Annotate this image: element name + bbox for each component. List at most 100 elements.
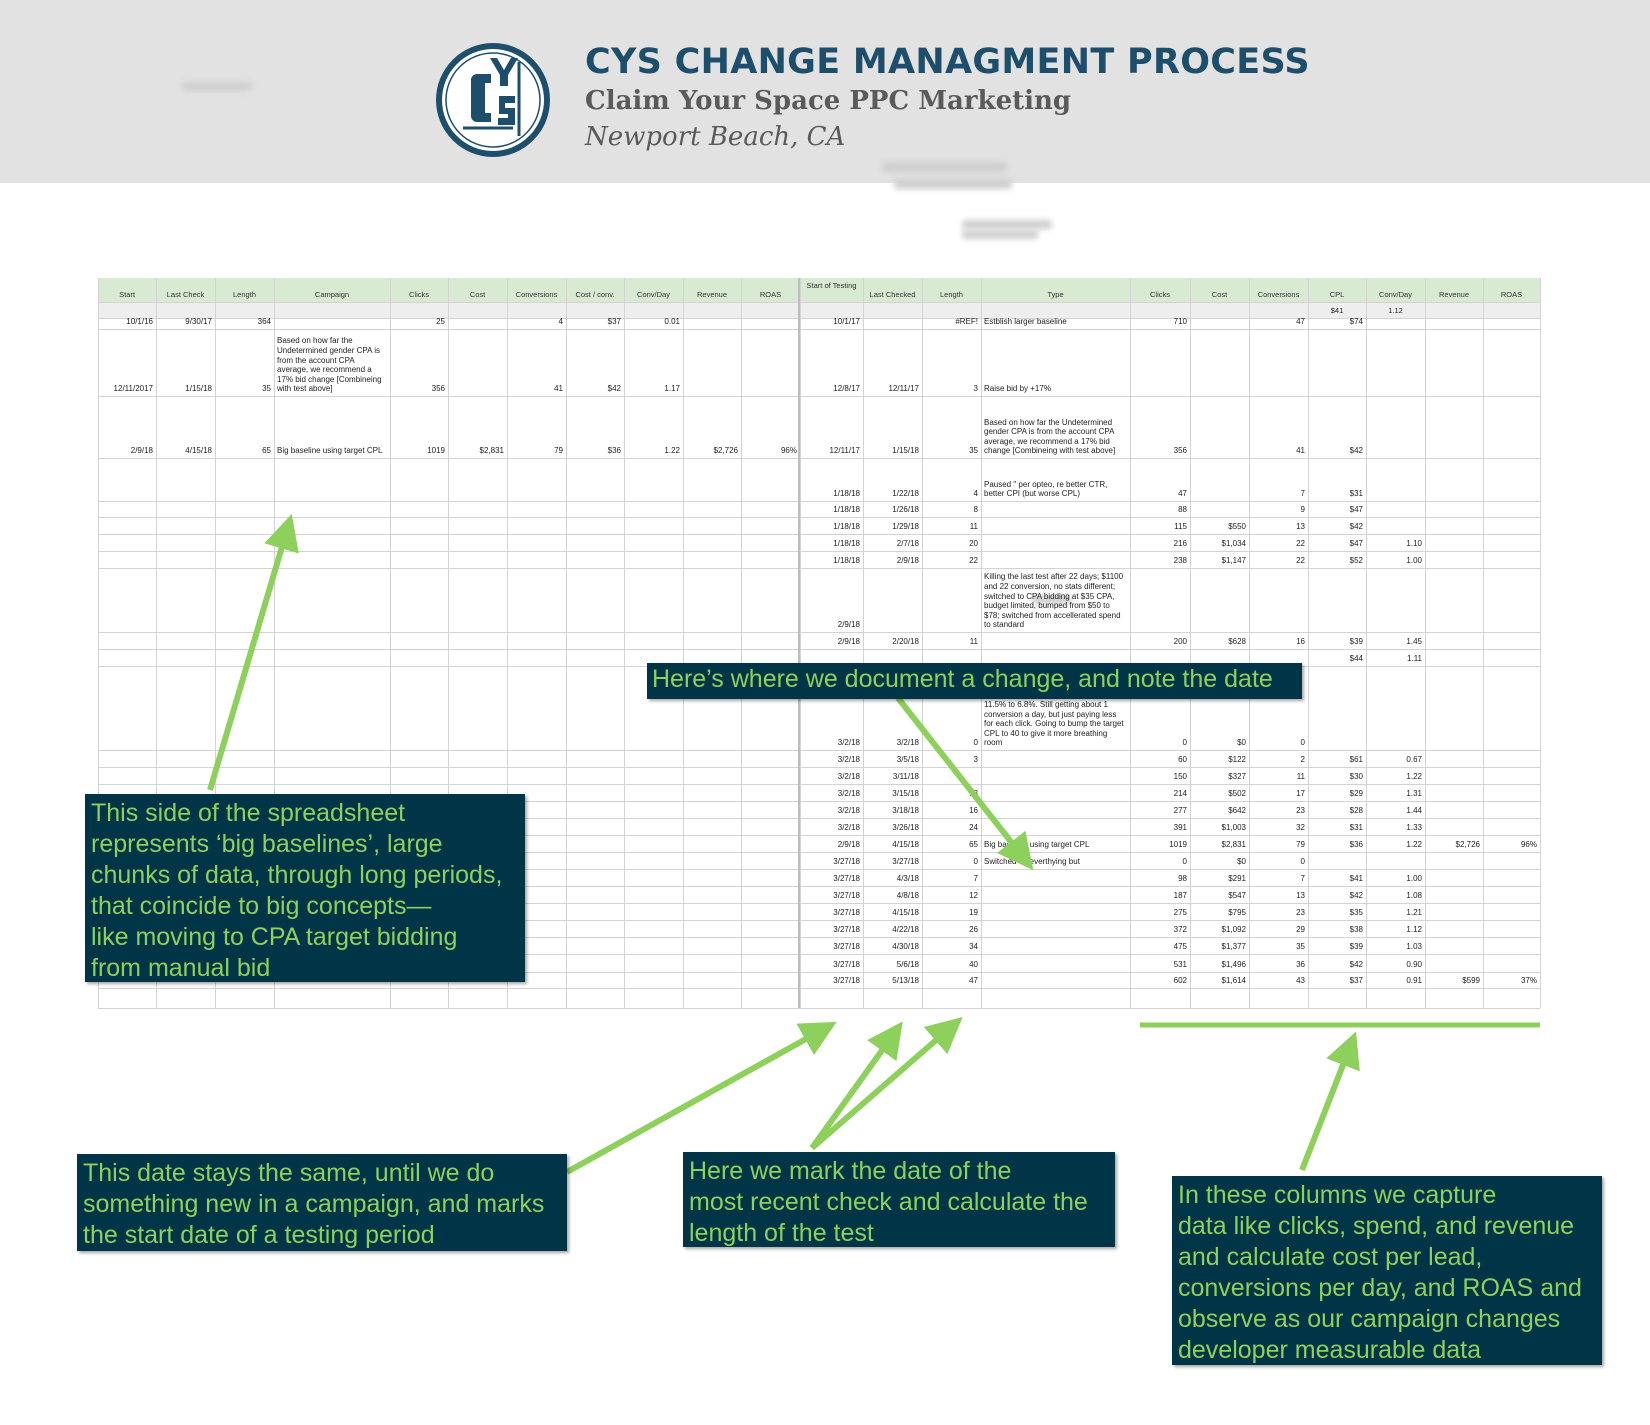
callout-line: the start date of a testing period: [83, 1221, 435, 1249]
data-cell: 26: [969, 925, 978, 934]
data-cell: 34: [969, 942, 978, 951]
data-cell: 2/7/18: [896, 539, 919, 548]
data-cell: $550: [1228, 522, 1246, 531]
data-cell: 43: [1296, 976, 1305, 985]
data-cell: 0: [1182, 738, 1187, 747]
column-header: Cost: [1211, 290, 1228, 299]
column-header: ROAS: [759, 290, 782, 299]
data-cell: 98: [1178, 874, 1187, 883]
callout-line: Here’s where we document a change, and n…: [652, 665, 1273, 693]
data-cell: 531: [1173, 960, 1187, 969]
data-cell: 1/18/18: [833, 539, 860, 548]
text-cell: Paused " per opteo, re better CTR, bette…: [984, 479, 1108, 499]
data-cell: $37: [607, 317, 621, 326]
column-header: Last Checked: [869, 290, 916, 299]
data-cell: 25: [436, 317, 445, 326]
data-cell: 17: [1296, 789, 1305, 798]
data-cell: $642: [1228, 806, 1246, 815]
summary-row-background: [98, 302, 1540, 318]
data-cell: $1,614: [1221, 976, 1246, 985]
summary-conv-day: 1.12: [1388, 306, 1403, 315]
data-cell: $2,831: [479, 446, 504, 455]
redacted-text: [182, 82, 252, 91]
column-header: Campaign: [314, 290, 350, 299]
column-gridline: [1130, 278, 1131, 1008]
data-cell: $52: [1349, 556, 1363, 565]
page-header: CYS CHANGE MANAGMENT PROCESS Claim Your …: [0, 0, 1650, 183]
row-gridline: [98, 886, 1540, 887]
column-header: Length: [940, 290, 963, 299]
data-cell: 4/15/18: [185, 446, 212, 455]
column-header: Revenue: [1438, 290, 1470, 299]
data-cell: 4: [973, 489, 978, 498]
data-cell: 0.90: [1406, 960, 1422, 969]
data-cell: 10/1/16: [126, 317, 153, 326]
column-header: Start of Testing: [806, 281, 857, 290]
data-cell: 0: [1182, 857, 1187, 866]
column-header: Conv/Day: [1379, 290, 1412, 299]
data-cell: 4/3/18: [896, 874, 919, 883]
data-cell: 1.00: [1406, 556, 1422, 565]
data-cell: $2,831: [1221, 840, 1246, 849]
data-cell: $31: [1349, 823, 1363, 832]
data-cell: 4/15/18: [892, 840, 919, 849]
column-gridline: [1425, 278, 1426, 1008]
column-gridline: [156, 278, 157, 1008]
data-cell: 0: [973, 857, 978, 866]
column-header: Clicks: [409, 290, 429, 299]
data-cell: 2/9/18: [837, 620, 860, 629]
data-cell: 32: [1296, 823, 1305, 832]
data-cell: 2/9/18: [896, 556, 919, 565]
row-gridline: [98, 458, 1540, 459]
callout-line: observe as our campaign changes: [1178, 1305, 1561, 1333]
data-cell: 1.10: [1406, 539, 1422, 548]
data-cell: 2: [1300, 755, 1305, 764]
data-cell: 356: [431, 384, 445, 393]
data-cell: 1/22/18: [892, 489, 919, 498]
column-header: Conversions: [1257, 290, 1300, 299]
data-cell: 3/2/18: [837, 789, 860, 798]
column-gridline: [1249, 278, 1250, 1008]
data-cell: 96%: [780, 446, 797, 455]
data-cell: 0: [1300, 857, 1305, 866]
data-cell: 23: [1296, 806, 1305, 815]
data-cell: 1.08: [1406, 891, 1422, 900]
data-cell: 1.45: [1406, 637, 1422, 646]
column-header: Clicks: [1150, 290, 1170, 299]
data-cell: $47: [1349, 539, 1363, 548]
data-cell: 22: [969, 556, 978, 565]
data-cell: $1,377: [1221, 942, 1246, 951]
data-cell: 3/5/18: [896, 755, 919, 764]
data-cell: 4/8/18: [896, 891, 919, 900]
data-cell: 275: [1173, 908, 1187, 917]
data-cell: 3/15/18: [892, 789, 919, 798]
data-cell: 150: [1173, 772, 1187, 781]
data-cell: 3/27/18: [833, 960, 860, 969]
page-subtitle: Claim Your Space PPC Marketing: [585, 86, 1072, 116]
data-cell: 3/27/18: [892, 857, 919, 866]
column-gridline: [863, 278, 864, 1008]
callout-line: This date stays the same, until we do: [83, 1159, 495, 1187]
data-cell: 11: [1296, 772, 1305, 781]
column-gridline: [741, 278, 742, 1008]
data-cell: $547: [1228, 891, 1246, 900]
data-cell: $28: [1349, 806, 1363, 815]
column-header: Last Check: [166, 290, 205, 299]
callout-line: This side of the spreadsheet: [91, 799, 406, 827]
data-cell: 277: [1173, 806, 1187, 815]
data-cell: $291: [1228, 874, 1246, 883]
row-gridline: [98, 937, 1540, 938]
data-cell: $44: [1349, 654, 1363, 663]
row-gridline: [98, 954, 1540, 955]
row-gridline: [98, 649, 1540, 650]
data-cell: $29: [1349, 789, 1363, 798]
data-cell: 47: [1178, 489, 1187, 498]
data-cell: 3/11/18: [892, 772, 919, 781]
callout-line: from manual bid: [91, 954, 271, 982]
text-cell: Based on how far the Undetermined gender…: [984, 417, 1116, 456]
callout-line: conversions per day, and ROAS and: [1178, 1274, 1582, 1302]
data-cell: 65: [262, 446, 271, 455]
